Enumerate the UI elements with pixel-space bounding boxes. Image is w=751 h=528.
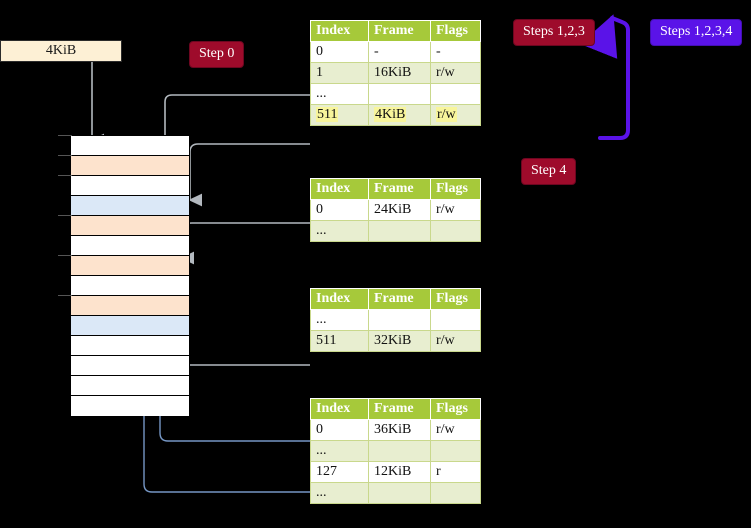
table-cell: ... (310, 440, 369, 462)
table-cell: 16KiB (368, 62, 431, 84)
table-cell (368, 83, 431, 105)
column-header-frame: Frame (368, 398, 431, 420)
table-cell: 32KiB (368, 330, 431, 352)
column-header-flags: Flags (430, 398, 481, 420)
table-cell (430, 440, 481, 462)
memory-frame-tick (58, 175, 72, 176)
table-cell: r/w (430, 419, 481, 441)
memory-frame-tick (58, 135, 72, 136)
column-header-frame: Frame (368, 288, 431, 310)
table-cell: 4KiB (368, 104, 431, 126)
table-cell (430, 482, 481, 504)
memory-frame-row (71, 356, 189, 376)
table-cell: r/w (430, 104, 481, 126)
memory-frame-row (71, 256, 189, 276)
highlighted-value: 4KiB (374, 107, 407, 122)
table-row: 511 4KiB r/w (310, 104, 481, 126)
table-cell (430, 83, 481, 105)
table-cell: 12KiB (368, 461, 431, 483)
memory-frame-row (71, 196, 189, 216)
column-header-frame: Frame (368, 178, 431, 200)
table-row: ... (310, 440, 481, 462)
column-header-index: Index (310, 288, 369, 310)
table-cell: 36KiB (368, 419, 431, 441)
badge-steps-123: Steps 1,2,3 (513, 19, 595, 46)
frame-size-label: 4KiB (0, 40, 122, 62)
memory-frame-row (71, 136, 189, 156)
column-header-flags: Flags (430, 178, 481, 200)
memory-frame-tick (58, 255, 72, 256)
highlighted-value: r/w (436, 107, 457, 122)
memory-frame-row (71, 176, 189, 196)
table-cell: 0 (310, 41, 369, 63)
memory-frame-row (71, 336, 189, 356)
column-header-flags: Flags (430, 20, 481, 42)
physical-memory-frames (70, 135, 190, 416)
table-cell (368, 482, 431, 504)
table-cell: ... (310, 309, 369, 331)
table-cell (368, 220, 431, 242)
column-header-frame: Frame (368, 20, 431, 42)
table-cell: - (430, 41, 481, 63)
table-row: ... (310, 220, 481, 242)
purple-step-arrow (580, 14, 630, 140)
table-cell: ... (310, 482, 369, 504)
column-header-index: Index (310, 20, 369, 42)
table-cell: 24KiB (368, 199, 431, 221)
frame-size-label-text: 4KiB (45, 43, 77, 58)
table-cell (368, 440, 431, 462)
table-cell (430, 220, 481, 242)
table-cell: 127 (310, 461, 369, 483)
column-header-index: Index (310, 178, 369, 200)
memory-frame-tick (58, 155, 72, 156)
table-cell: 511 (310, 330, 369, 352)
memory-frame-row (71, 376, 189, 396)
memory-frame-row (71, 276, 189, 296)
table-row: 0-- (310, 41, 481, 63)
memory-frame-tick (58, 215, 72, 216)
table-cell: r/w (430, 199, 481, 221)
table-cell: ... (310, 220, 369, 242)
table-cell: 1 (310, 62, 369, 84)
table-cell: r (430, 461, 481, 483)
memory-frame-row (71, 296, 189, 316)
badge-step-4: Step 4 (521, 158, 577, 185)
table-cell: r/w (430, 330, 481, 352)
column-header-index: Index (310, 398, 369, 420)
table-cell: 511 (310, 104, 369, 126)
memory-frame-tick (58, 295, 72, 296)
memory-frame-row (71, 396, 189, 416)
badge-steps-1234: Steps 1,2,3,4 (650, 19, 743, 46)
wire-t0-row511 (188, 143, 310, 207)
badge-step-0: Step 0 (189, 41, 245, 68)
table-cell: ... (310, 83, 369, 105)
wire-t2-row511 (161, 311, 310, 366)
table-cell: 0 (310, 199, 369, 221)
highlighted-value: 511 (316, 107, 339, 122)
table-cell (368, 309, 431, 331)
memory-frame-row (71, 236, 189, 256)
column-header-flags: Flags (430, 288, 481, 310)
memory-frame-row (71, 316, 189, 336)
table-cell (430, 309, 481, 331)
table-row: ... (310, 482, 481, 504)
table-cell: - (368, 41, 431, 63)
memory-frame-row (71, 156, 189, 176)
table-cell: r/w (430, 62, 481, 84)
wire-t1-row0 (180, 222, 310, 265)
table-row: ... (310, 83, 481, 105)
memory-frame-row (71, 216, 189, 236)
table-cell: 0 (310, 419, 369, 441)
table-row: ... (310, 309, 481, 331)
